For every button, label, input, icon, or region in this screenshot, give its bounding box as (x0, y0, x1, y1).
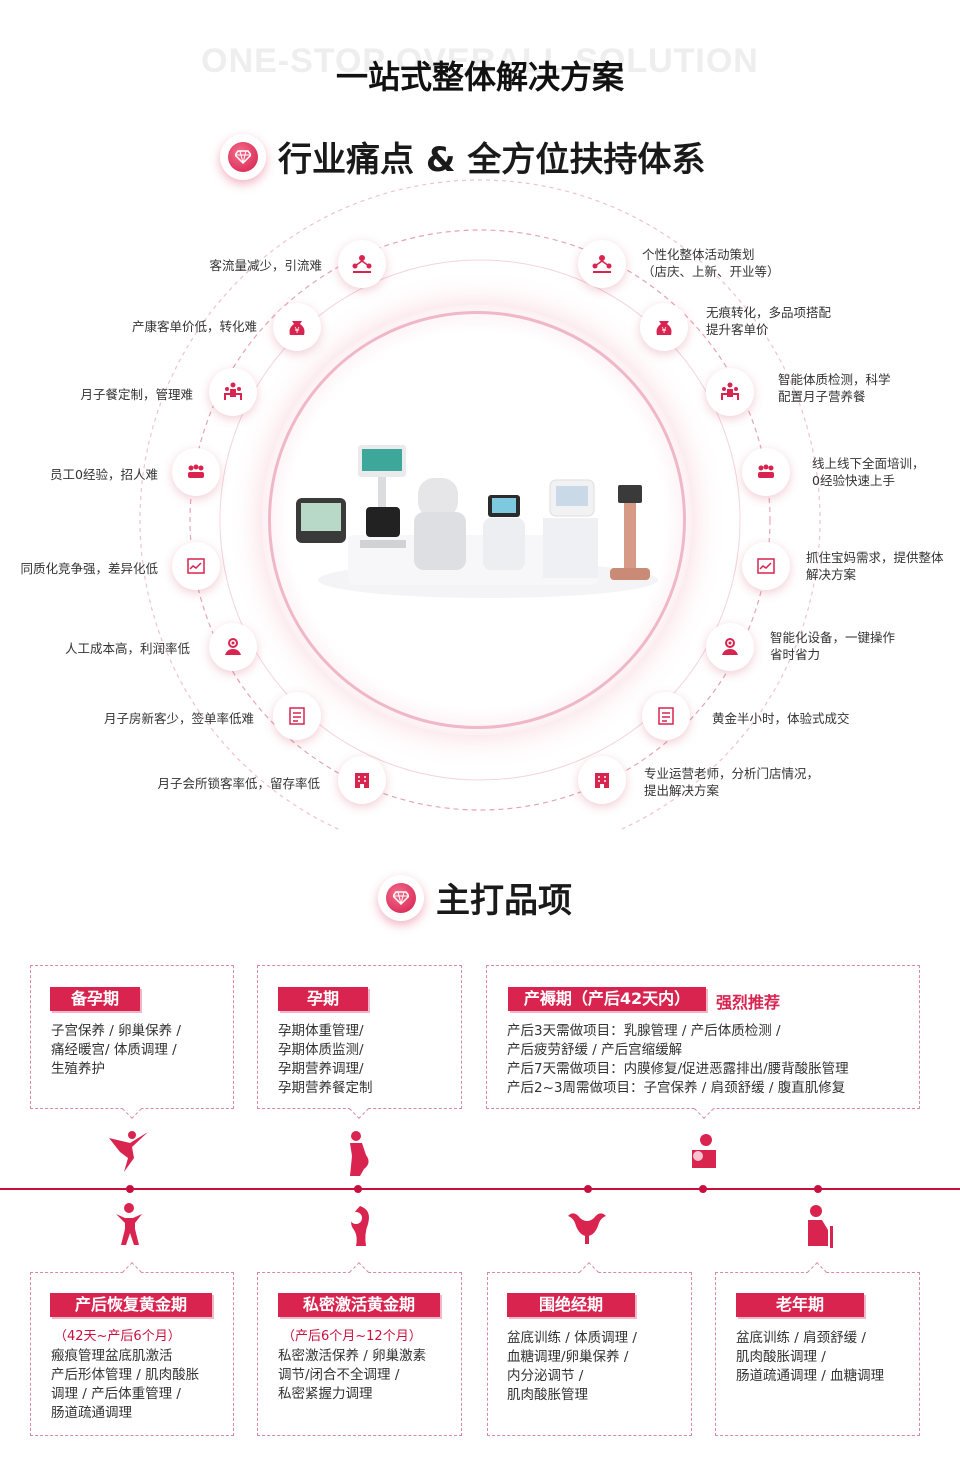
diamond-badge (220, 133, 266, 180)
diamond-icon (386, 882, 416, 913)
product-tag: 围绝经期 (507, 1293, 635, 1317)
pain-point-icon-bubble: ¥ (273, 303, 321, 351)
money-bag-icon: ¥ (289, 321, 305, 335)
diamond-icon (228, 141, 258, 172)
pregnant-icon (350, 1131, 369, 1176)
support-icon-bubble (578, 240, 626, 288)
diamond-badge (378, 874, 424, 921)
page-title: 一站式整体解决方案 (335, 58, 624, 96)
money-bag-icon: ¥ (656, 321, 672, 335)
product-tag: 备孕期 (50, 987, 140, 1011)
support-icon-bubble (706, 623, 754, 671)
timeline-dot (814, 1185, 822, 1193)
ballerina-icon (109, 1131, 148, 1172)
meeting-icon (188, 464, 204, 478)
svg-text:¥: ¥ (294, 326, 299, 335)
timeline-line (0, 1188, 960, 1190)
pain-point-label: 月子餐定制，管理难 (80, 387, 193, 402)
timeline-dot (126, 1185, 134, 1193)
product-description: 产后3天需做项目：乳腺管理 / 产后体质检测 /产后疲劳舒缓 / 产后宫缩缓解产… (507, 1023, 849, 1096)
building-icon (355, 773, 369, 788)
pain-point-label: 人工成本高，利润率低 (64, 641, 190, 656)
elderly-icon (808, 1205, 833, 1248)
product-subtitle: （42天~产后6个月） (54, 1329, 181, 1344)
checklist-icon (658, 707, 674, 725)
product-tag: 产褥期（产后42天内） (508, 987, 706, 1011)
timeline-dot (354, 1185, 362, 1193)
support-icon-bubble (706, 368, 754, 416)
timeline-dot (699, 1185, 707, 1193)
mother-baby-icon (692, 1134, 716, 1168)
building-icon (595, 773, 609, 788)
section-title: 行业痛点 & 全方位扶持体系 (278, 140, 706, 180)
support-icon-bubble (742, 542, 790, 590)
product-description: 私密激活保养 / 卵巢激素调节/闭合不全调理 /私密紧握力调理 (278, 1348, 427, 1402)
support-label: 无痕转化，多品项搭配提升客单价 (706, 305, 832, 337)
woman-profile-icon (350, 1206, 369, 1246)
pain-point-icon-bubble (338, 240, 386, 288)
pain-point-label: 员工0经验，招人难 (50, 467, 158, 482)
pain-point-icon-bubble (172, 542, 220, 590)
support-label: 智能化设备，一键操作省时省力 (770, 630, 896, 662)
support-label: 黄金半小时，体验式成交 (712, 711, 850, 726)
people-network-icon (592, 255, 612, 273)
timeline-dot (584, 1185, 592, 1193)
product-tag: 产后恢复黄金期 (50, 1293, 212, 1317)
target-team-icon (225, 638, 241, 655)
product-description: 子宫保养 / 卵巢保养 /痛经暖宫/ 体质调理 /生殖养护 (51, 1023, 181, 1077)
product-description: 孕期体重管理/孕期体质监测/孕期营养调理/孕期营养餐定制 (278, 1023, 373, 1096)
team-icon (721, 382, 739, 400)
section-header-products: 主打品项 (378, 873, 572, 922)
support-icon-bubble: ¥ (640, 303, 688, 351)
support-label: 个性化整体活动策划（店庆、上新、开业等） (642, 247, 780, 279)
product-description: 盆底训练 / 肩颈舒缓 /肌肉酸胀调理 /肠道疏通调理 / 血糖调理 (736, 1330, 885, 1384)
recommend-label: 强烈推荐 (716, 993, 781, 1012)
product-tag: 孕期 (278, 987, 368, 1011)
section-title: 主打品项 (436, 881, 572, 921)
section-header-pain-points: 行业痛点 & 全方位扶持体系 (220, 132, 705, 181)
pain-point-label: 客流量减少，引流难 (209, 258, 322, 273)
target-team-icon (722, 638, 738, 655)
support-icon-bubble (642, 692, 690, 740)
team-icon (224, 382, 242, 400)
product-description: 瘢痕管理盆底肌激活产后形体管理 / 肌肉酸胀调理 / 产后体重管理 /肠道疏通调… (51, 1348, 200, 1421)
pain-point-icon-bubble (273, 692, 321, 740)
chart-icon (757, 558, 775, 574)
support-icon-bubble (578, 756, 626, 804)
woman-fitness-icon (116, 1203, 142, 1245)
chart-icon (187, 558, 205, 574)
pain-point-icon-bubble (209, 623, 257, 671)
pain-point-label: 月子会所锁客率低，留存率低 (157, 776, 320, 791)
pain-point-icon-bubble (172, 448, 220, 496)
product-subtitle: （产后6个月~12个月） (282, 1329, 422, 1344)
support-label: 线上线下全面培训，0经验快速上手 (812, 456, 925, 488)
support-label: 抓住宝妈需求，提供整体解决方案 (806, 550, 944, 582)
english-watermark: ONE-STOP OVERALL SOLUTION (201, 42, 759, 80)
pain-point-icon-bubble (209, 368, 257, 416)
checklist-icon (289, 707, 305, 725)
product-description: 盆底训练 / 体质调理 /血糖调理/卵巢保养 /内分泌调节 /肌肉酸胀管理 (507, 1330, 637, 1403)
support-label: 专业运营老师，分析门店情况，提出解决方案 (644, 766, 820, 798)
meeting-icon (758, 464, 774, 478)
uterus-icon (568, 1213, 606, 1244)
people-network-icon (352, 255, 372, 273)
support-icon-bubble (742, 448, 790, 496)
center-circle-edge (268, 311, 686, 729)
pain-point-label: 月子房新客少，签单率低难 (103, 711, 254, 726)
pain-point-label: 同质化竞争强，差异化低 (20, 561, 158, 576)
product-tag: 私密激活黄金期 (278, 1293, 440, 1317)
pain-point-label: 产康客单价低，转化难 (131, 319, 257, 334)
support-label: 智能体质检测，科学配置月子营养餐 (778, 372, 891, 404)
equipment-illustration (296, 445, 658, 598)
product-tag: 老年期 (736, 1293, 864, 1317)
svg-text:¥: ¥ (661, 326, 666, 335)
orbit-rings (139, 179, 821, 830)
pain-point-icon-bubble (338, 756, 386, 804)
